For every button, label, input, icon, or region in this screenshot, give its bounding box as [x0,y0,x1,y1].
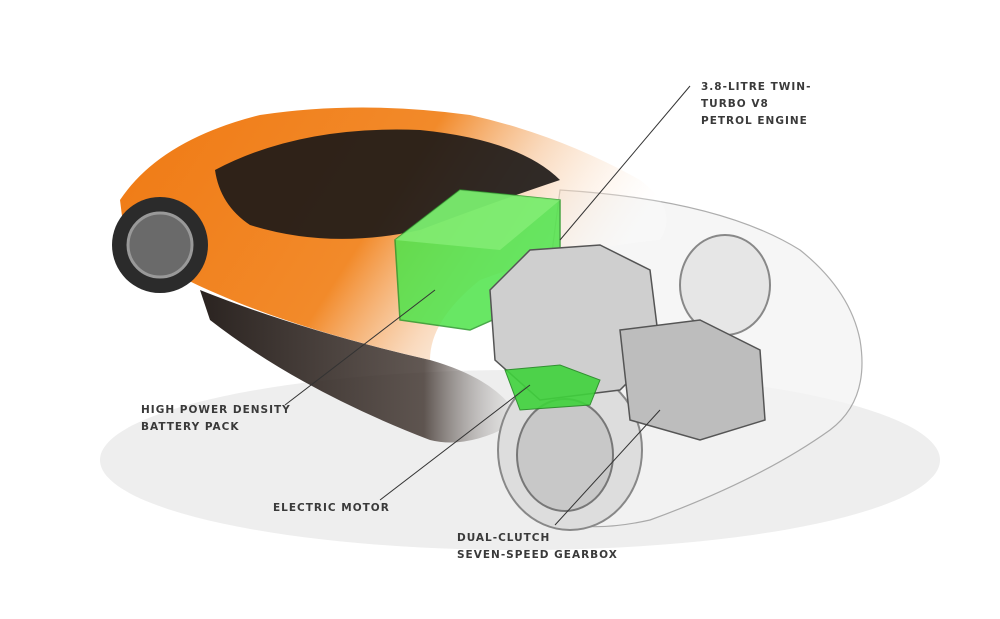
engine-leader-line [559,85,691,241]
engine-label-line-2: TURBO V8 [701,98,769,110]
rear-right-wheel [679,234,771,336]
battery-label-line-2: BATTERY PACK [141,421,240,433]
battery-label: HIGH POWER DENSITY BATTERY PACK [141,402,291,436]
motor-leader-line [379,384,531,501]
engine-label-line-3: PETROL ENGINE [701,115,808,127]
gearbox-label-line-2: SEVEN-SPEED GEARBOX [457,549,618,561]
gearbox [619,319,766,441]
cabin-glass [215,129,560,239]
battery-pack-top [395,190,560,250]
engine-label-line-1: 3.8-LITRE TWIN- [701,81,812,93]
gearbox-leader-line [554,409,661,526]
engine-label: 3.8-LITRE TWIN- TURBO V8 PETROL ENGINE [701,79,811,130]
rear-left-rim [516,398,614,512]
battery-leader-line [284,289,436,406]
front-rim [126,211,194,279]
motor-label-line-1: ELECTRIC MOTOR [273,502,390,514]
carbon-sill [200,290,520,443]
gearbox-label-line-1: DUAL-CLUTCH [457,532,551,544]
battery-label-line-1: HIGH POWER DENSITY [141,404,291,416]
motor-label: ELECTRIC MOTOR [273,500,390,517]
electric-motor [504,364,601,411]
gearbox-label: DUAL-CLUTCH SEVEN-SPEED GEARBOX [457,530,618,564]
